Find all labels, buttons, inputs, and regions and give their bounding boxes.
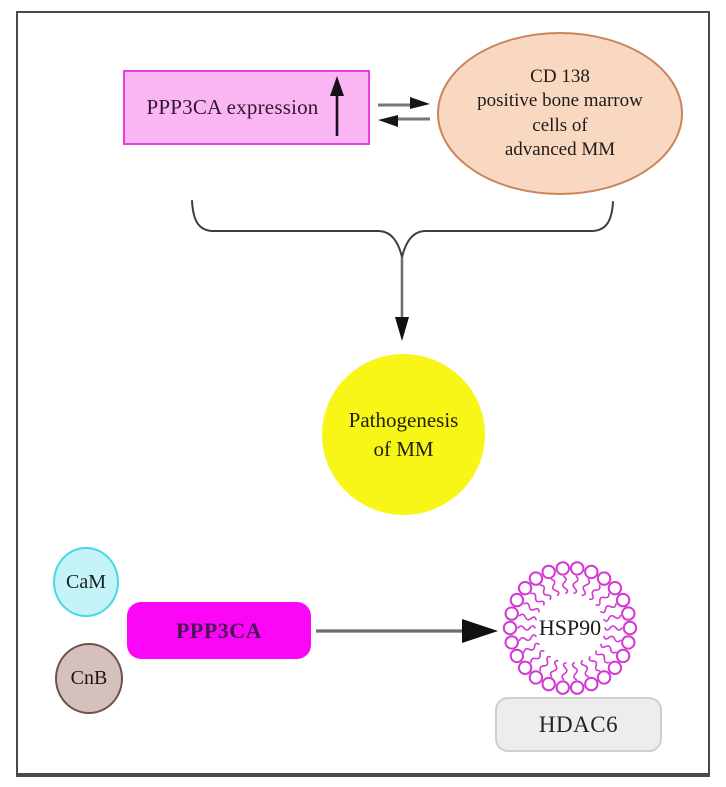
cam-label: CaM [66, 570, 106, 593]
marrow-line: cells of [532, 114, 588, 136]
hdac6-box: HDAC6 [495, 697, 662, 752]
marrow-line: positive bone marrow [477, 90, 643, 112]
pathogenesis-line1: Pathogenesis [348, 408, 459, 433]
cnb-label: CnB [70, 667, 108, 689]
expression-box: PPP3CA expression [123, 70, 370, 145]
pathogenesis-line2: of MM [373, 436, 434, 461]
expression-label: PPP3CA expression [146, 95, 319, 119]
hsp90-ring-icon [502, 561, 638, 695]
marrow-ellipse: CD 138 positive bone marrow cells of adv… [437, 32, 683, 195]
hdac6-label: HDAC6 [538, 711, 619, 737]
pathogenesis-circle: Pathogenesis of MM [322, 354, 485, 515]
hsp90-label: HSP90 [538, 615, 602, 640]
cnb-circle: CnB [55, 643, 123, 714]
cam-circle: CaM [53, 547, 119, 617]
equilibrium-icon [378, 97, 430, 127]
ppp3ca-box: PPP3CA [127, 602, 311, 659]
hsp90-ring: HSP90 [500, 558, 640, 698]
up-arrow-icon [329, 75, 344, 136]
marrow-line: CD 138 [530, 65, 590, 87]
ppp3ca-label: PPP3CA [175, 617, 263, 643]
marrow-line: advanced MM [504, 138, 616, 160]
